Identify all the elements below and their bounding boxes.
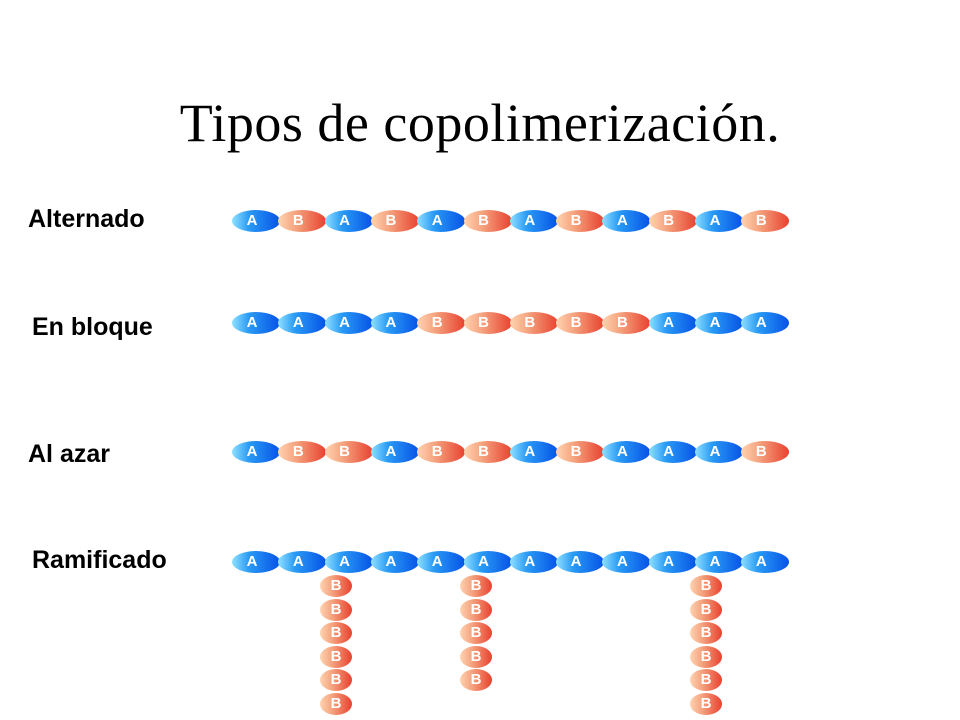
monomer-a: A [232, 441, 280, 463]
monomer-a: A [602, 551, 651, 573]
monomer-a: A [232, 210, 280, 232]
monomer-b: B [741, 441, 790, 463]
monomer-b: B [417, 312, 466, 334]
monomer-b: B [278, 210, 327, 232]
monomer-a: A [648, 441, 697, 463]
branch-monomer-b: B [460, 669, 492, 691]
monomer-a: A [741, 312, 790, 334]
branch-monomer-b: B [690, 645, 722, 668]
branch-monomer-b: B [690, 669, 722, 691]
monomer-a: A [278, 551, 327, 573]
monomer-a: A [648, 551, 697, 573]
monomer-a: A [602, 441, 651, 463]
monomer-a: A [695, 551, 743, 573]
label-al-azar: Al azar [28, 440, 110, 468]
monomer-a: A [232, 551, 280, 573]
branch-monomer-b: B [690, 598, 722, 621]
branch-monomer-b: B [460, 645, 492, 668]
monomer-b: B [463, 441, 512, 463]
monomer-a: A [417, 210, 466, 232]
branch-monomer-b: B [320, 598, 352, 621]
monomer-a: A [370, 441, 419, 463]
monomer-a: A [370, 312, 419, 334]
monomer-b: B [463, 312, 512, 334]
monomer-b: B [417, 441, 466, 463]
branch-monomer-b: B [320, 692, 352, 715]
monomer-a: A [324, 551, 373, 573]
monomer-a: A [509, 551, 558, 573]
monomer-a: A [324, 210, 373, 232]
monomer-a: A [695, 312, 743, 334]
monomer-b: B [370, 210, 419, 232]
branch-monomer-b: B [320, 575, 352, 597]
branch-monomer-b: B [320, 622, 352, 644]
monomer-a: A [509, 210, 558, 232]
monomer-a: A [741, 551, 790, 573]
monomer-a: A [602, 210, 651, 232]
monomer-b: B [741, 210, 790, 232]
branch-monomer-b: B [320, 669, 352, 691]
monomer-b: B [278, 441, 327, 463]
monomer-a: A [648, 312, 697, 334]
monomer-b: B [463, 210, 512, 232]
branch-monomer-b: B [460, 575, 492, 597]
monomer-a: A [324, 312, 373, 334]
monomer-a: A [509, 441, 558, 463]
monomer-b: B [556, 210, 605, 232]
branch-monomer-b: B [460, 598, 492, 621]
monomer-b: B [602, 312, 651, 334]
monomer-a: A [417, 551, 466, 573]
monomer-b: B [556, 312, 605, 334]
monomer-b: B [324, 441, 373, 463]
label-alternado: Alternado [28, 205, 145, 233]
monomer-a: A [370, 551, 419, 573]
label-ramificado: Ramificado [32, 546, 167, 574]
monomer-b: B [509, 312, 558, 334]
monomer-a: A [232, 312, 280, 334]
branch-monomer-b: B [690, 622, 722, 644]
monomer-a: A [463, 551, 512, 573]
monomer-a: A [556, 551, 605, 573]
branch-monomer-b: B [690, 575, 722, 597]
branch-monomer-b: B [320, 645, 352, 668]
monomer-a: A [278, 312, 327, 334]
monomer-a: A [695, 210, 743, 232]
label-en-bloque: En bloque [32, 313, 153, 341]
branch-monomer-b: B [690, 692, 722, 715]
branch-monomer-b: B [460, 622, 492, 644]
monomer-a: A [695, 441, 743, 463]
page-title: Tipos de copolimerización. [179, 93, 781, 153]
monomer-b: B [556, 441, 605, 463]
monomer-b: B [648, 210, 697, 232]
